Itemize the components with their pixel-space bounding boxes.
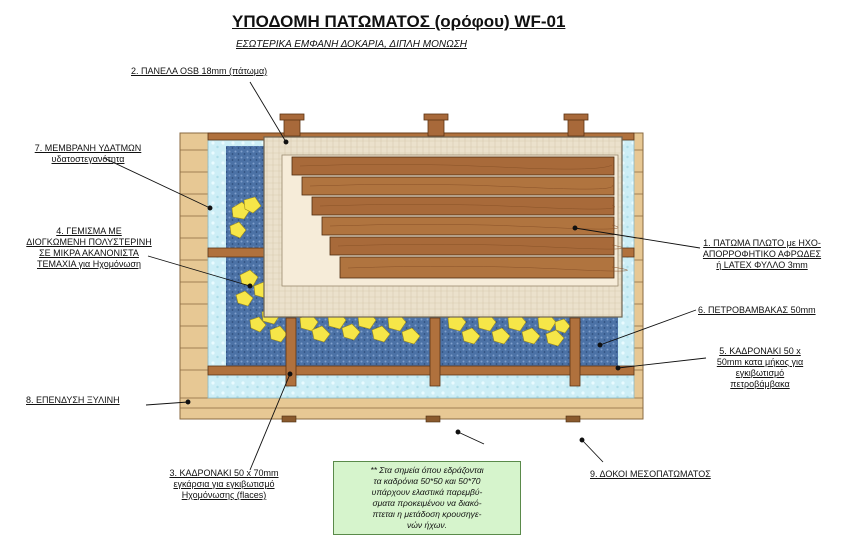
diagram-title: ΥΠΟΔΟΜΗ ΠΑΤΩΜΑΤΟΣ (ορόφου) WF-01 [232, 12, 566, 31]
label-floor-line2: ΑΠΟΡΡΟΦΗΤΙΚΟ ΑΦΡΩΔΕΣ [702, 249, 822, 259]
note-line5: πτεται η μετάδοση κρουσηγε- [372, 509, 482, 519]
label-floor-line1: 1. ΠΑΤΩΜΑ ΠΛΩΤΟ με ΗΧΟ- [703, 238, 821, 248]
label-membrane-line2: υδατοστεγανότητα [51, 154, 125, 164]
label-batten-50x70: 3. ΚΑΔΡΟΝΑΚΙ 50 x 70mm εγκάρσια για εγκι… [154, 468, 294, 501]
label-batten5-line4: πετροβάμβακα [730, 379, 790, 389]
label-batten5-line1: 5. ΚΑΔΡΟΝΑΚΙ 50 x [719, 346, 801, 356]
note-line6: νών ήχων. [407, 520, 447, 530]
floor-beams [279, 113, 589, 137]
leader-lines [103, 81, 707, 471]
styrofoam-fill [229, 196, 571, 347]
label-batten3-line1: 3. ΚΑΔΡΟΝΑΚΙ 50 x 70mm [169, 468, 279, 478]
label-batten-50x50: 5. ΚΑΔΡΟΝΑΚΙ 50 x 50mm κατα μήκος για εγ… [704, 346, 816, 390]
label-floor-line3: ή LATEX ΦΥΛΛΟ 3mm [716, 260, 808, 270]
label-styrofoam-line4: ΤΕΜΑΧΙΑ για Ηχομόνωση [37, 259, 141, 269]
label-styrofoam: 4. ΓΕΜΙΣΜΑ ΜΕ ΔΙΟΓΚΩΜΕΝΗ ΠΟΛΥΣΤΕΡΙΝΗ ΣΕ … [14, 226, 164, 270]
note-line2: τα καδρόνια 50*50 και 50*70 [373, 476, 481, 486]
note-line1: ** Στα σημεία όπου εδράζονται [370, 465, 484, 475]
label-membrane-line1: 7. ΜΕΜΒΡΑΝΗ ΥΔΑΤΜΩΝ [34, 143, 142, 153]
label-styrofoam-line3: ΣΕ ΜΙΚΡΑ ΑΚΑΝΟΝΙΣΤΑ [39, 248, 139, 258]
diagram-subtitle: ΕΣΩΤΕΡΙΚΑ ΕΜΦΑΝΗ ΔΟΚΑΡΙΑ, ΔΙΠΛΗ ΜΟΝΩΣΗ [236, 39, 467, 50]
note-line3: υπάρχουν ελαστικά παρεμβύ- [371, 487, 483, 497]
cross-battens [285, 317, 581, 387]
label-styrofoam-line2: ΔΙΟΓΚΩΜΕΝΗ ΠΟΛΥΣΤΕΡΙΝΗ [26, 237, 152, 247]
label-membrane: 7. ΜΕΜΒΡΑΝΗ ΥΔΑΤΜΩΝ υδατοστεγανότητα [18, 143, 158, 165]
label-batten3-line2: εγκάρσια για εγκιβωτισμό [173, 479, 275, 489]
note-line4: σματα προκειμένου να διακό- [372, 498, 482, 508]
beam-bottoms [281, 415, 581, 423]
label-rockwool: 6. ΠΕΤΡΟΒΑΜΒΑΚΑΣ 50mm [698, 305, 816, 315]
label-batten5-line2: 50mm κατα μήκος για [716, 357, 804, 367]
floating-floor [291, 156, 628, 279]
label-cladding: 8. ΕΠΕΝΔΥΣΗ ΞΥΛΙΝΗ [26, 395, 120, 405]
label-batten5-line3: εγκιβωτισμό [735, 368, 785, 378]
note-box: ** Στα σημεία όπου εδράζονται τα καδρόνι… [333, 461, 521, 535]
label-styrofoam-line1: 4. ΓΕΜΙΣΜΑ ΜΕ [56, 226, 122, 236]
label-floating-floor: 1. ΠΑΤΩΜΑ ΠΛΩΤΟ με ΗΧΟ- ΑΠΟΡΡΟΦΗΤΙΚΟ ΑΦΡ… [692, 238, 832, 271]
label-beam: 9. ΔΟΚΟΙ ΜΕΣΟΠΑΤΩΜΑΤΟΣ [590, 469, 711, 479]
label-batten3-line3: Ηχομόνωσης (flaces) [181, 490, 267, 500]
label-osb-panel: 2. ΠΑΝΕΛΑ OSB 18mm (πάτωμα) [131, 66, 268, 76]
